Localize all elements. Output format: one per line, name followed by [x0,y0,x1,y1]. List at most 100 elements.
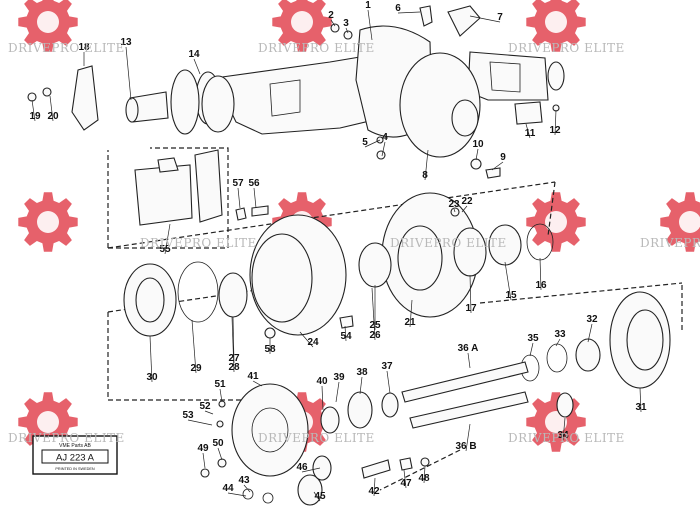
callout-number: 43 [238,475,250,486]
callout-number: 49 [197,443,209,454]
callout-number: 27 [228,353,240,364]
callout-leader [164,223,171,255]
callout-number: 12 [549,125,561,136]
catalog-stamp: VME Parts AB AJ 223 A PRINTED IN SWEDEN [32,435,118,475]
watermark-text: DRIVEPRO ELITE [8,41,125,55]
callout-leader [31,99,36,122]
callout-number: 1 [365,0,371,11]
callout-leader [453,208,456,213]
planet-carrier [200,383,430,506]
callout-leader [125,46,132,101]
callout-number: 52 [199,401,211,412]
callout-leader [301,467,321,473]
callout-number: 37 [381,361,393,372]
callout-leader [193,58,201,75]
callout-number: 39 [333,372,345,383]
drive-shafts [320,361,574,434]
callout-number: 36 A [458,343,479,354]
callout-leader [639,387,642,413]
callout-number: 29 [190,363,202,374]
wheel-hub-and-drum [249,192,554,336]
callout-number: 41 [247,371,259,382]
watermark-gear-icon [660,192,700,252]
callout-number: 32 [586,314,598,325]
callout-leader [232,316,235,364]
watermark-text: DRIVEPRO ELITE [258,431,375,445]
callout-leader [335,381,340,403]
callout-number: 11 [525,128,536,139]
callout-number: 21 [404,317,416,328]
callout-leader [299,331,314,348]
callout-leader [562,417,566,441]
callout-leader [403,469,407,489]
callout-leader [469,15,501,23]
callout-number: 40 [316,376,328,387]
outer-gear-ring [520,291,671,389]
callout-number: 33 [554,329,566,340]
watermark-gear-icon [272,0,332,52]
watermark-text: DRIVEPRO ELITE [8,431,125,445]
callout-leader [373,477,376,497]
callout-number: 44 [222,483,234,494]
callout-leader [491,161,504,171]
stamp-code: AJ 223 A [56,453,95,464]
callout-number: 42 [368,486,380,497]
callout-number: 5 [362,137,368,148]
callout-number: 10 [472,139,484,150]
callout-number: 54 [340,331,352,342]
callout-number: 13 [120,37,132,48]
callout-number: 53 [182,410,194,421]
callout-number: 16 [535,280,547,291]
callout-leader [504,261,512,301]
callout-leader [386,370,391,394]
callout-leader [219,388,223,403]
callout-number: 22 [461,196,473,207]
callout-number: 18 [78,42,90,53]
watermark-text: DRIVEPRO ELITE [508,431,625,445]
callout-leader [321,385,324,411]
callout-number: 26 [369,330,381,341]
callout-leader [381,141,386,157]
callout-leader [217,447,223,461]
callout-number: 6 [395,3,401,14]
callout-leader [359,376,363,395]
callout-leader [397,11,421,14]
callout-number: 8 [422,170,428,181]
callout-number: 19 [29,111,41,122]
callout-number: 23 [448,199,460,210]
callout-number: 15 [505,290,517,301]
watermark-gear-icon [18,0,78,52]
callout-number: 3 [343,18,349,29]
callout-number: 35 [527,333,539,344]
callout-leader [555,338,561,347]
callout-leader [330,19,336,27]
callout-number: 30 [146,372,158,383]
callout-number: 48 [418,473,430,484]
callout-number: 24 [307,337,319,348]
callout-number: 2 [328,10,334,21]
callout-leader [554,109,557,136]
callout-leader [227,492,247,497]
callout-leader [202,452,206,469]
callout-leader [231,316,235,373]
callout-leader [345,27,349,34]
callout-number: 55 [159,244,171,255]
callout-leader [465,423,471,452]
callout-leader [529,342,534,357]
callout-number: 7 [497,12,503,23]
callout-number: 46 [296,462,308,473]
callout-number: 20 [47,111,59,122]
stamp-note: PRINTED IN SWEDEN [55,467,94,471]
callout-number: 56 [248,178,260,189]
callout-number: 9 [500,152,506,163]
callout-number: 45 [314,491,326,502]
callout-leader [371,287,376,341]
callout-leader [587,323,593,343]
callout-leader [49,95,54,122]
callout-leader [191,319,197,374]
callout-number: 14 [188,49,200,60]
watermark-text: DRIVEPRO ELITE [390,236,507,250]
